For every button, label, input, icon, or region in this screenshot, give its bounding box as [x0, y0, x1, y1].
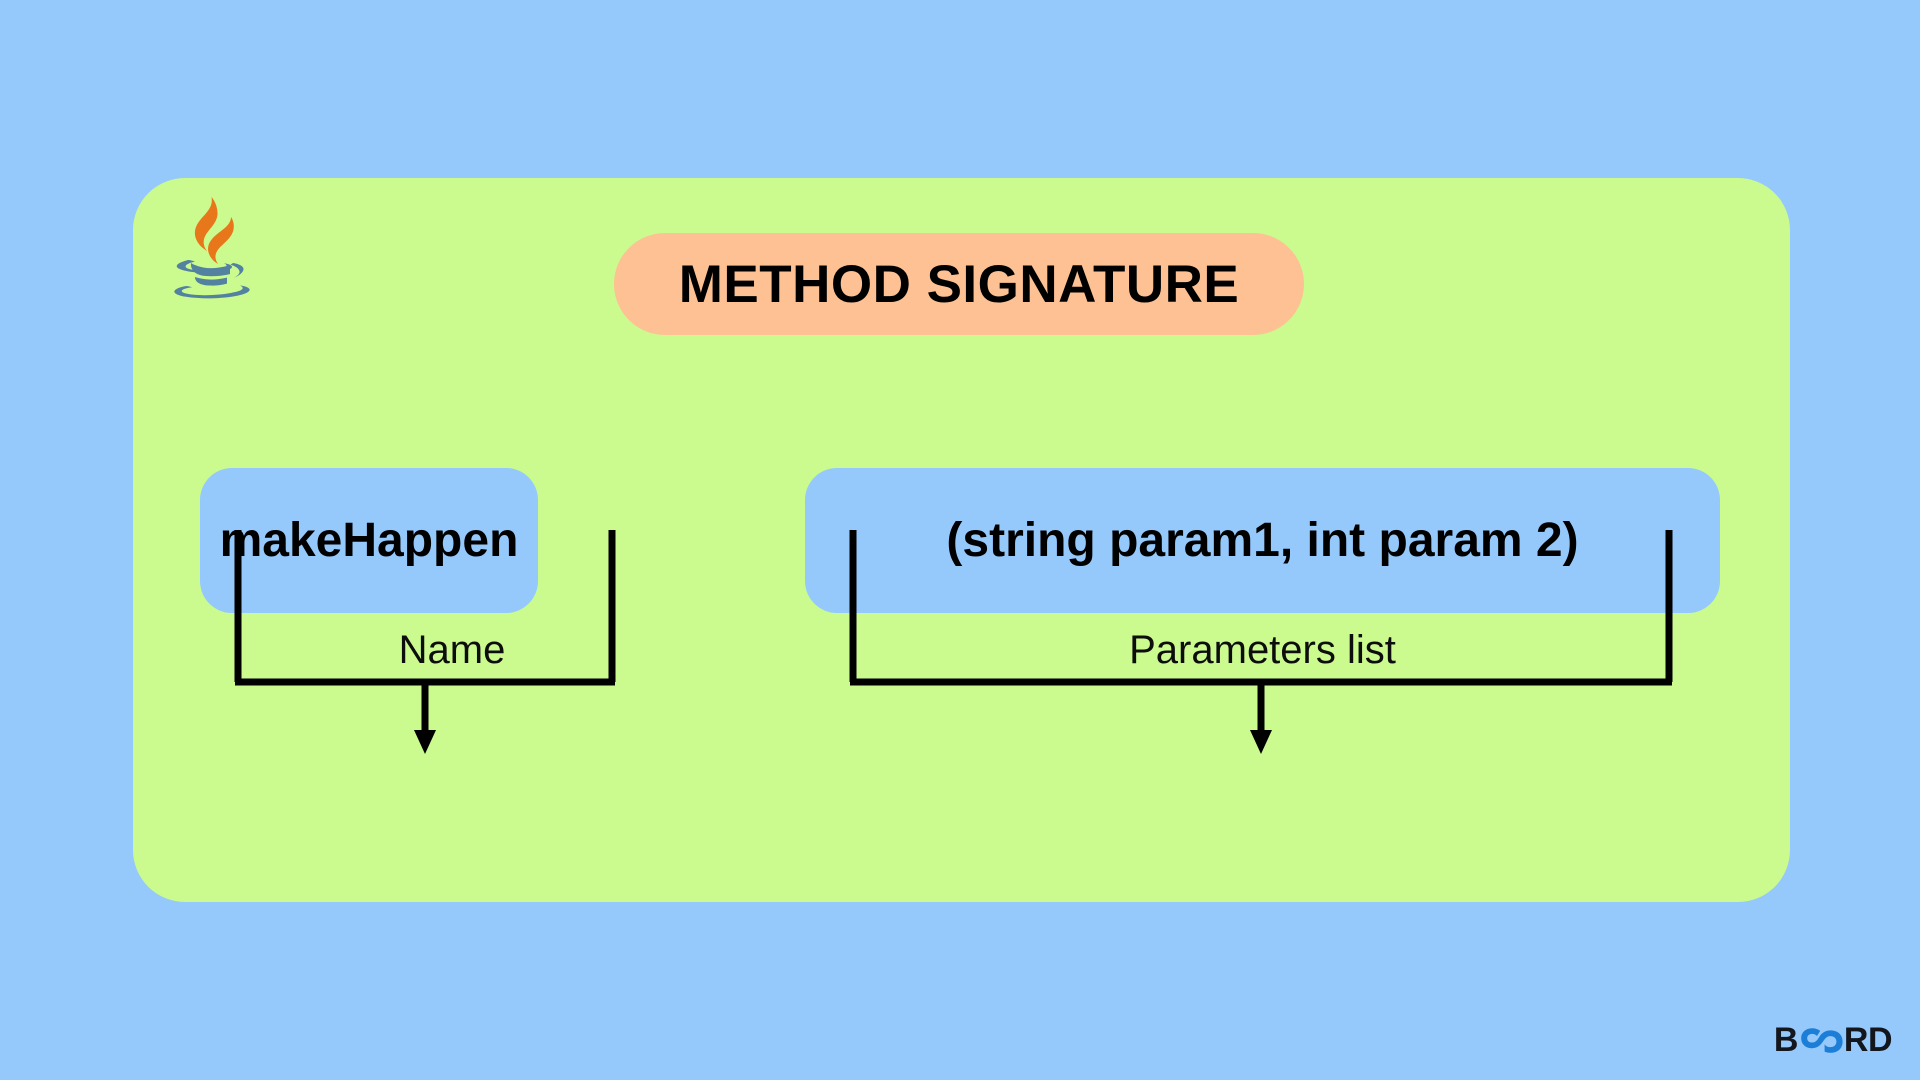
chip-parameters-list: (string param1, int param 2) [805, 468, 1720, 613]
infinity-oa-icon [1799, 1021, 1843, 1060]
arrowhead-method-name [414, 730, 436, 754]
page-title: METHOD SIGNATURE [678, 254, 1240, 314]
brand-suffix: RD [1843, 1021, 1893, 1059]
content-card: METHOD SIGNATURE makeHappen (string para… [133, 178, 1790, 902]
chip-parameters-list-label: (string param1, int param 2) [946, 514, 1579, 567]
chip-method-name-label: makeHappen [219, 514, 519, 567]
caption-parameters-list: Parameters list [1129, 628, 1396, 672]
java-coffee-cup-icon [164, 189, 260, 299]
brand-logo: B RD [1773, 1018, 1893, 1062]
brand-prefix: B [1773, 1021, 1799, 1059]
chip-method-name: makeHappen [200, 468, 538, 613]
caption-method-name: Name [398, 628, 506, 672]
arrowhead-parameters-list [1250, 730, 1272, 754]
title-badge: METHOD SIGNATURE [614, 233, 1304, 335]
